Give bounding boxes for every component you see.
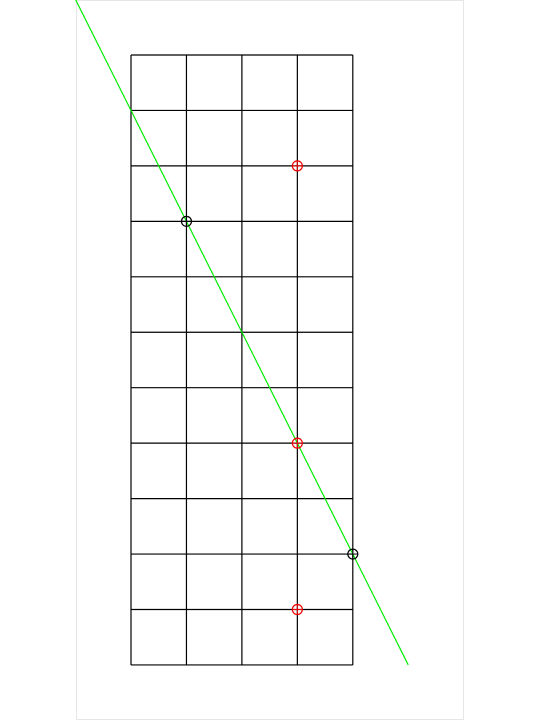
black-marker (347, 548, 359, 560)
page-frame (76, 0, 464, 720)
marker-layer (180, 160, 359, 616)
black-marker (180, 215, 193, 227)
red-marker (291, 603, 303, 616)
grid (130, 54, 354, 666)
red-marker (291, 437, 303, 449)
red-marker (291, 160, 303, 172)
